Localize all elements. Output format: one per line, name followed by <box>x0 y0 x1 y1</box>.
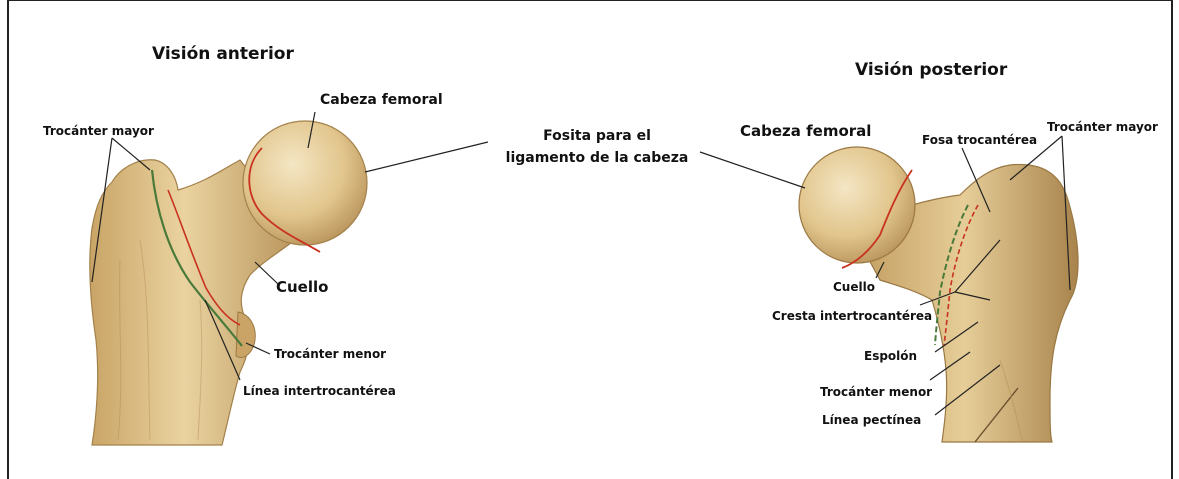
label-posterior-trocanter-mayor: Trocánter mayor <box>1047 120 1158 134</box>
posterior-capsule-line <box>841 169 913 269</box>
posterior-capsule-line-2 <box>943 204 979 346</box>
posterior-femoral-head <box>798 146 916 264</box>
figure-frame <box>7 0 1173 479</box>
anterior-capsule-line <box>248 147 321 253</box>
label-posterior-linea-pectinea: Línea pectínea <box>822 413 922 427</box>
label-posterior-espolon: Espolón <box>864 349 918 363</box>
posterior-green-line <box>934 204 969 346</box>
anterior-femur <box>89 120 368 446</box>
label-fosita-line2: ligamento de la cabeza <box>505 150 689 166</box>
anterior-femoral-head <box>242 120 368 246</box>
label-fosita-ligamento: Fosita para el ligamento de la cabeza <box>492 125 702 169</box>
label-posterior-trocanter-menor: Trocánter menor <box>820 385 933 399</box>
label-anterior-linea-intertrocanterea: Línea intertrocantérea <box>243 384 396 398</box>
label-posterior-cabeza-femoral: Cabeza femoral <box>740 122 872 140</box>
anterior-title: Visión anterior <box>152 44 294 64</box>
label-posterior-fosa-trocanterea: Fosa trocantérea <box>922 133 1038 147</box>
anterior-lesser-trochanter-shape <box>235 311 256 359</box>
anterior-intertrochanteric-line <box>150 169 243 347</box>
label-anterior-trocanter-menor: Trocánter menor <box>274 347 387 361</box>
posterior-leader-lines <box>699 135 1071 416</box>
label-anterior-trocanter-mayor: Trocánter mayor <box>43 124 154 138</box>
posterior-femur <box>798 146 1079 443</box>
label-posterior-cuello: Cuello <box>833 280 875 294</box>
anterior-leader-lines <box>91 111 489 381</box>
label-anterior-cuello: Cuello <box>276 278 329 296</box>
posterior-title: Visión posterior <box>855 60 1008 80</box>
label-posterior-cresta-intertrocanterea: Cresta intertrocantérea <box>772 309 933 323</box>
label-anterior-cabeza-femoral: Cabeza femoral <box>320 92 443 108</box>
label-fosita-line1: Fosita para el <box>543 128 651 144</box>
anterior-capsule-line-2 <box>167 189 241 326</box>
